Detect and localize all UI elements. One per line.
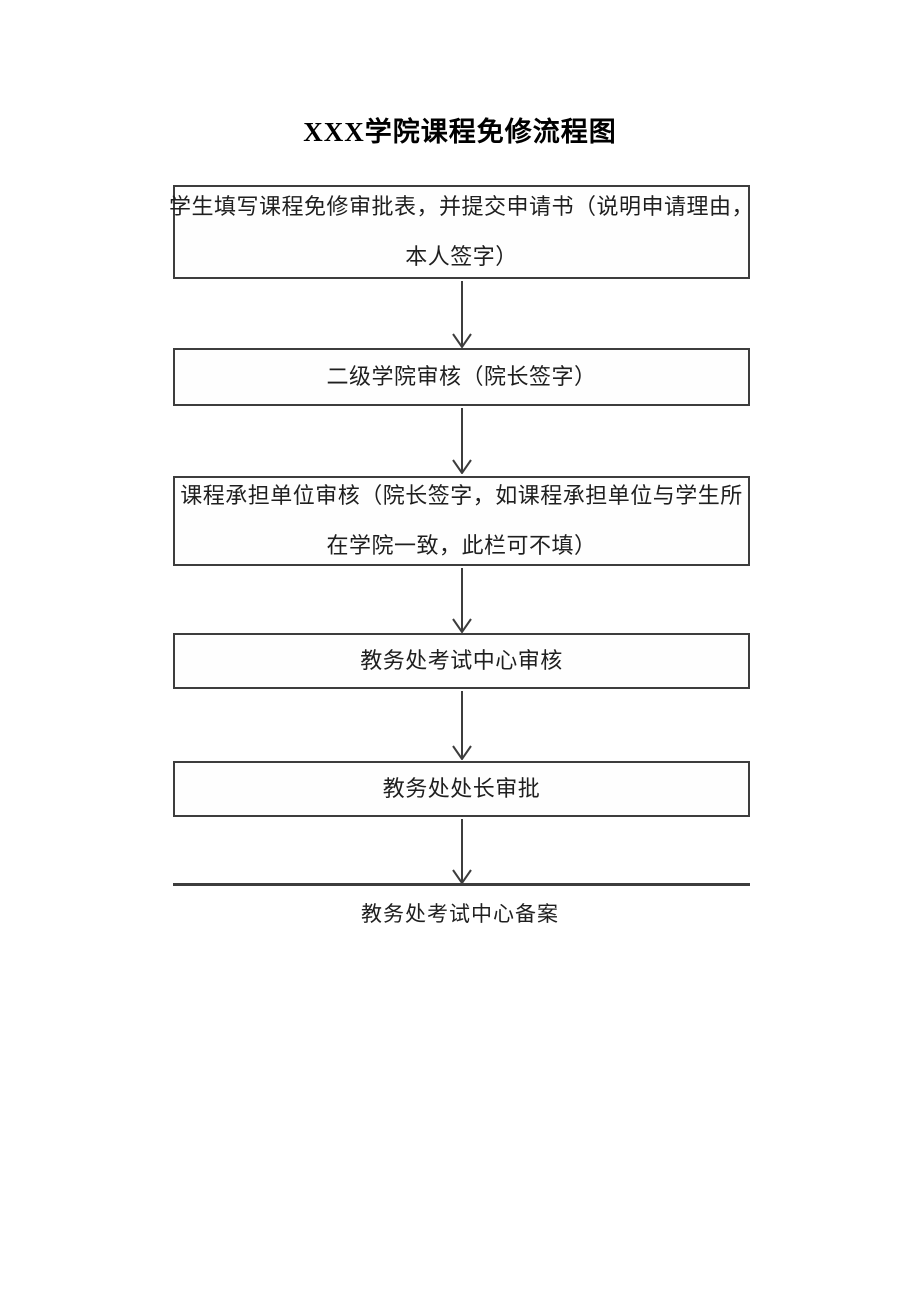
flow-node-course-unit-review: 课程承担单位审核（院长签字，如课程承担单位与学生所 在学院一致，此栏可不填） bbox=[173, 476, 750, 566]
flow-node-label-line: 课程承担单位审核（院长签字，如课程承担单位与学生所 bbox=[180, 483, 743, 508]
flow-arrow-down-2 bbox=[452, 408, 472, 474]
flow-node-label-line: 学生填写课程免修审批表，并提交申请书（说明申请理由， bbox=[169, 194, 755, 219]
terminal-baseline bbox=[173, 883, 750, 886]
flow-arrow-down-4 bbox=[452, 691, 472, 760]
flow-node-label-line: 在学院一致，此栏可不填） bbox=[326, 533, 597, 558]
flow-node-college-review: 二级学院审核（院长签字） bbox=[173, 348, 750, 406]
flow-node-director-approval: 教务处处长审批 bbox=[173, 761, 750, 817]
flow-node-record-label: 教务处考试中心备案 bbox=[361, 902, 559, 926]
page-title: XXX学院课程免修流程图 bbox=[303, 117, 617, 147]
flow-node-student-application: 学生填写课程免修审批表，并提交申请书（说明申请理由， 本人签字） bbox=[169, 185, 754, 279]
flow-node-exam-center-review: 教务处考试中心审核 bbox=[173, 633, 750, 689]
flow-arrow-down-3 bbox=[452, 568, 472, 633]
flow-node-label-line: 二级学院审核（院长签字） bbox=[326, 364, 597, 389]
flow-node-label-line: 本人签字） bbox=[405, 244, 518, 269]
flow-arrow-down-1 bbox=[452, 281, 472, 348]
flow-node-label-line: 教务处考试中心审核 bbox=[360, 648, 563, 673]
flow-node-label-line: 教务处处长审批 bbox=[382, 776, 541, 801]
flow-arrow-down-5 bbox=[452, 819, 472, 884]
